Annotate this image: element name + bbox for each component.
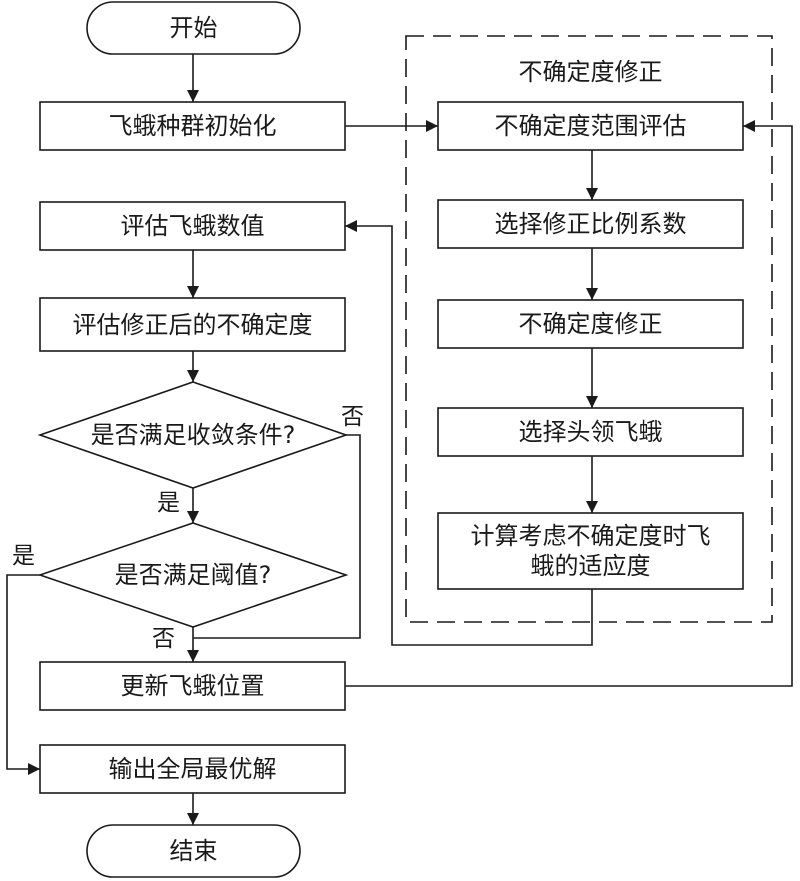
evaluate-label: 评估飞蛾数值 xyxy=(120,212,265,240)
correction-group-border xyxy=(405,35,773,623)
arrow-convergence-no-to-update xyxy=(193,434,361,639)
init-label: 飞蛾种群初始化 xyxy=(108,112,277,140)
eval-uncertainty-label: 评估修正后的不确定度 xyxy=(72,310,313,339)
threshold-label: 是否满足阈值? xyxy=(114,561,272,589)
update-label: 更新飞蛾位置 xyxy=(120,672,265,700)
arrow-fitness-to-evaluate xyxy=(345,220,593,646)
select-coef-box-shape xyxy=(437,199,744,249)
fitness-box-shape xyxy=(437,512,744,590)
range-eval-label: 不确定度范围评估 xyxy=(494,112,687,140)
threshold-yes-label: 是 xyxy=(12,543,35,569)
fitness-label: 计算考虑不确定度时飞 蛾的适应度 xyxy=(438,513,743,589)
start-label: 开始 xyxy=(169,14,218,42)
correct-box-shape xyxy=(437,299,744,349)
correct-label: 不确定度修正 xyxy=(518,310,663,338)
fitness-label-line2: 蛾的适应度 xyxy=(530,552,651,580)
select-leader-label: 选择头领飞蛾 xyxy=(518,418,663,446)
init-box-shape xyxy=(39,101,346,151)
convergence-no-label: 否 xyxy=(341,404,364,430)
update-box-shape xyxy=(39,661,346,711)
correction-group-title: 不确定度修正 xyxy=(518,58,663,86)
threshold-no-label: 否 xyxy=(152,626,175,652)
convergence-yes-label: 是 xyxy=(157,490,180,516)
arrow-update-to-range-eval xyxy=(345,120,793,687)
fitness-label-line1: 计算考虑不确定度时飞 xyxy=(470,522,711,550)
end-label: 结束 xyxy=(169,837,218,865)
arrow-threshold-yes-to-output xyxy=(6,574,40,775)
select-coef-label: 选择修正比例系数 xyxy=(494,210,687,238)
output-label: 输出全局最优解 xyxy=(108,755,277,783)
select-leader-box-shape xyxy=(437,407,744,457)
convergence-label: 是否满足收敛条件? xyxy=(90,421,296,449)
evaluate-box-shape xyxy=(39,201,346,251)
eval-uncertainty-box-shape xyxy=(39,297,346,352)
